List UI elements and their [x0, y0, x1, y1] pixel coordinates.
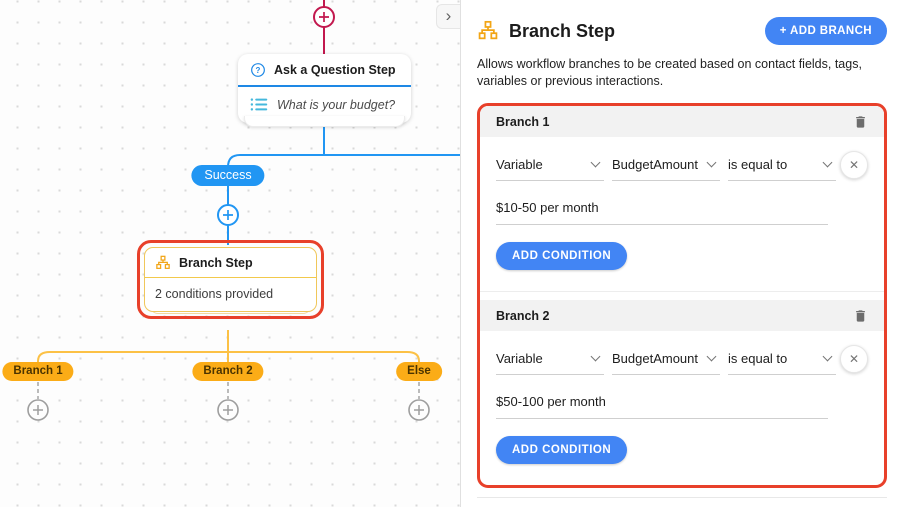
panel-title: Branch Step	[509, 20, 616, 41]
condition-operator-value: is equal to	[728, 156, 788, 172]
trash-icon	[853, 309, 868, 327]
chevron-down-icon	[590, 157, 601, 168]
chevron-down-icon	[822, 351, 833, 362]
remove-condition-button[interactable]: ✕	[840, 150, 868, 179]
delete-branch1-button[interactable]	[853, 114, 868, 130]
panel-description: Allows workflow branches to be created b…	[477, 57, 862, 89]
condition-type-value: Variable	[496, 156, 543, 172]
branch-hierarchy-icon	[155, 255, 171, 271]
section-divider	[480, 290, 884, 300]
condition-value-input[interactable]: $50-100 per month	[496, 392, 828, 419]
add-step-node-else[interactable]	[408, 399, 430, 421]
branch2-name: Branch 2	[496, 308, 550, 323]
list-icon	[250, 97, 268, 112]
workflow-canvas[interactable]: ? Ask a Question Step What is your budge…	[0, 0, 460, 507]
condition-type-value: Variable	[496, 350, 543, 366]
chevron-down-icon	[706, 351, 717, 362]
condition-field-value: BudgetAmount	[612, 350, 699, 366]
branch1-name: Branch 1	[496, 114, 550, 129]
chevron-down-icon	[706, 157, 717, 168]
condition-type-select[interactable]: Variable	[496, 155, 604, 181]
connector-lines	[27, 0, 460, 421]
branches-container-highlighted: Branch 1 Variable BudgetAm	[477, 102, 887, 488]
branch1-pill: Branch 1	[2, 362, 74, 381]
condition-operator-select[interactable]: is equal to	[728, 349, 836, 375]
ask-question-step-node[interactable]: ? Ask a Question Step What is your budge…	[238, 54, 411, 127]
add-step-node-top[interactable]	[313, 6, 335, 28]
add-step-node-branch1[interactable]	[27, 399, 49, 421]
branch2-pill: Branch 2	[192, 362, 264, 381]
condition-field-select[interactable]: BudgetAmount	[612, 155, 720, 181]
branch-step-config-panel: Branch Step + ADD BRANCH Allows workflow…	[460, 0, 900, 507]
delete-branch2-button[interactable]	[853, 308, 868, 324]
condition-field-value: BudgetAmount	[612, 156, 699, 172]
add-branch-button[interactable]: + ADD BRANCH	[764, 17, 887, 45]
trash-icon	[853, 115, 868, 133]
collapse-panel-button[interactable]: ›	[436, 4, 460, 29]
branch2-section: Branch 2 Variable BudgetAm	[480, 299, 884, 485]
question-step-body-text: What is your budget?	[277, 97, 396, 112]
success-badge: Success	[191, 165, 265, 186]
add-step-node-success[interactable]	[217, 204, 239, 226]
chevron-down-icon	[822, 157, 833, 168]
panel-bottom-divider	[477, 496, 887, 498]
card-divider	[145, 277, 316, 278]
svg-text:?: ?	[256, 66, 261, 75]
else-pill: Else	[396, 362, 442, 381]
chevron-right-icon: ›	[445, 6, 452, 25]
condition-field-select[interactable]: BudgetAmount	[612, 349, 720, 375]
close-icon: ✕	[848, 157, 860, 172]
add-condition-button[interactable]: ADD CONDITION	[496, 435, 628, 464]
card-divider	[238, 85, 411, 87]
branch-hierarchy-icon	[477, 20, 499, 42]
question-circle-icon: ?	[250, 62, 266, 78]
chevron-down-icon	[590, 351, 601, 362]
condition-value-input[interactable]: $10-50 per month	[496, 198, 828, 225]
branch-step-node-selected[interactable]: Branch Step 2 conditions provided	[137, 240, 324, 319]
question-step-title: Ask a Question Step	[274, 63, 396, 77]
add-step-node-branch2[interactable]	[217, 399, 239, 421]
add-condition-button[interactable]: ADD CONDITION	[496, 241, 628, 270]
condition-operator-value: is equal to	[728, 350, 788, 366]
branch-step-node-subtitle: 2 conditions provided	[155, 287, 274, 301]
close-icon: ✕	[848, 351, 860, 366]
condition-operator-select[interactable]: is equal to	[728, 155, 836, 181]
condition-type-select[interactable]: Variable	[496, 349, 604, 375]
branch1-section: Branch 1 Variable BudgetAm	[480, 105, 884, 291]
remove-condition-button[interactable]: ✕	[840, 344, 868, 373]
branch-step-node-title: Branch Step	[179, 256, 253, 270]
